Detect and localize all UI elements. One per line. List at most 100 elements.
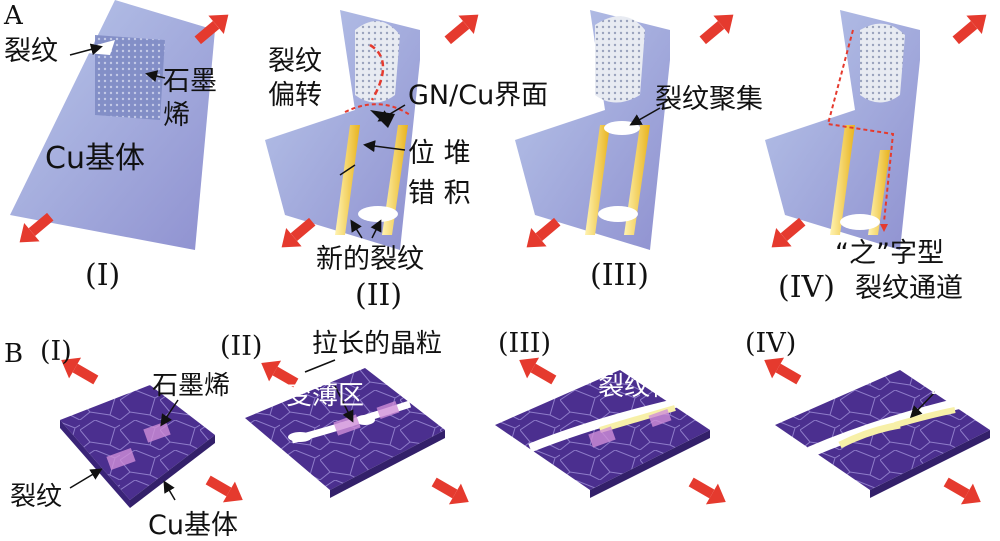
b4-plate-edge xyxy=(870,430,990,498)
b2-label-thin: 变薄区 xyxy=(286,381,364,411)
b2-roman: (II) xyxy=(220,331,262,362)
arrow-b4-right xyxy=(943,477,981,505)
b1-graphene-1 xyxy=(143,421,171,443)
panel-b4 xyxy=(775,370,990,498)
a3-dislocation-2 xyxy=(624,125,650,235)
b1-substrate-pointer xyxy=(163,480,176,501)
a2-newcrack-pointer-1 xyxy=(350,219,363,239)
panel-b-letter: B xyxy=(4,339,23,369)
b2-graphene-1 xyxy=(333,414,361,436)
b3-label-bridge: 裂纹桥接 xyxy=(598,372,702,402)
arrow-a2-up xyxy=(444,14,479,45)
a1-graphene xyxy=(95,35,165,120)
arrow-b2-left xyxy=(261,360,299,388)
a1-crack-pointer xyxy=(69,43,103,56)
b3-graphene-1 xyxy=(588,426,616,448)
a2-dislocation-1 xyxy=(335,125,360,235)
a1-roman: (I) xyxy=(85,258,120,293)
a4-dislocation-1 xyxy=(830,125,855,235)
b3-graphene-2 xyxy=(648,408,672,428)
a4-roman: (IV) xyxy=(778,270,835,305)
a2-label-interface: GN/Cu界面 xyxy=(408,80,548,111)
b1-crack-pointer xyxy=(69,468,103,489)
arrow-b1-right xyxy=(205,475,243,503)
arrow-a3-up xyxy=(699,14,734,45)
a2-deflection-arrow xyxy=(369,43,385,101)
a3-label-gather: 裂纹聚集 xyxy=(655,84,763,115)
a4-label-zigzag-1: “之”字型 xyxy=(835,238,944,269)
a1-substrate xyxy=(10,0,215,250)
a2-disloc-pointer-2 xyxy=(339,164,356,176)
a4-crack-bottom xyxy=(840,214,880,230)
b2-graphene-2 xyxy=(376,400,400,420)
a2-new-crack-shape xyxy=(358,206,398,222)
a2-label-deflection-2: 偏转 xyxy=(268,80,322,111)
arrow-a1-up xyxy=(194,14,229,45)
b4-pullup-pointer xyxy=(909,391,936,419)
panel-a4 xyxy=(765,10,920,250)
b2-label-grain: 拉长的晶粒 xyxy=(312,329,442,359)
b1-plate-edge xyxy=(130,435,215,508)
b2-thin-pointer xyxy=(334,385,354,423)
b4-pullup-1 xyxy=(838,421,901,449)
a2-label-new-crack: 新的裂纹 xyxy=(316,244,424,275)
arrow-a3-down xyxy=(526,217,561,248)
panel-b1 xyxy=(60,385,215,508)
a1-label-crack: 裂纹 xyxy=(4,36,58,67)
panel-b3 xyxy=(495,370,710,498)
b1-label-crack: 裂纹 xyxy=(10,482,62,512)
panel-a-letter: A xyxy=(3,1,24,31)
a3-roman: (III) xyxy=(590,258,649,293)
row-b-arrows xyxy=(61,357,981,505)
a3-dislocation-1 xyxy=(585,125,610,235)
b1-plate xyxy=(60,385,215,500)
a2-label-disloc-1: 位 堆 xyxy=(408,138,471,169)
b2-grain-pointer xyxy=(304,359,336,373)
row-a-arrows xyxy=(19,14,987,248)
arrow-b3-left xyxy=(519,357,557,385)
a2-newcrack-pointer-2 xyxy=(370,219,382,239)
arrow-b4-left xyxy=(764,357,802,385)
a1-label-graphene-1: 石墨 xyxy=(163,66,217,97)
b1-label-graphene: 石墨烯 xyxy=(152,371,230,401)
b2-thin-2 xyxy=(355,415,375,425)
a3-gather-pointer xyxy=(629,107,661,126)
a3-crack-bottom xyxy=(598,206,638,222)
b2-plate-edge xyxy=(330,430,445,498)
arrow-a4-up xyxy=(952,14,987,45)
b1-roman: (I) xyxy=(40,336,72,367)
arrow-b3-right xyxy=(688,477,726,505)
a1-label-substrate: Cu基体 xyxy=(45,141,145,176)
a2-graphene xyxy=(355,21,400,103)
a2-interface-pointer xyxy=(377,104,406,122)
a2-label-disloc-2: 错 积 xyxy=(408,178,471,209)
panel-b2 xyxy=(245,359,445,498)
b4-label-pullup: 拔起 xyxy=(930,369,982,399)
a4-zigzag-head xyxy=(880,224,888,232)
a4-label-zigzag-2: 裂纹通道 xyxy=(855,273,963,304)
b4-crack xyxy=(807,396,967,458)
a1-graphene-pointer xyxy=(145,70,166,82)
arrow-a1-down xyxy=(19,212,54,243)
a2-label-deflection-1: 裂纹 xyxy=(268,46,322,77)
b1-label-substrate: Cu基体 xyxy=(148,510,238,541)
b1-graphene-2 xyxy=(106,447,136,471)
b1-graphene-pointer xyxy=(160,399,179,427)
a2-roman: (II) xyxy=(355,278,402,313)
a3-graphene xyxy=(595,16,645,103)
a4-dislocation-2 xyxy=(868,150,890,235)
panel-a1 xyxy=(10,0,215,250)
b1-plate-edge2 xyxy=(60,420,130,508)
arrow-a4-down xyxy=(771,217,806,248)
panel-a3 xyxy=(515,10,670,250)
b3-plate-edge xyxy=(590,430,710,498)
arrow-b2-right xyxy=(431,477,469,505)
a4-graphene xyxy=(860,23,905,103)
arrow-b1-left xyxy=(61,357,99,385)
b3-crack xyxy=(528,395,691,453)
a2-disloc-pointer xyxy=(363,140,406,153)
arrow-a2-down xyxy=(281,217,316,248)
b2-thin-1 xyxy=(288,432,312,442)
